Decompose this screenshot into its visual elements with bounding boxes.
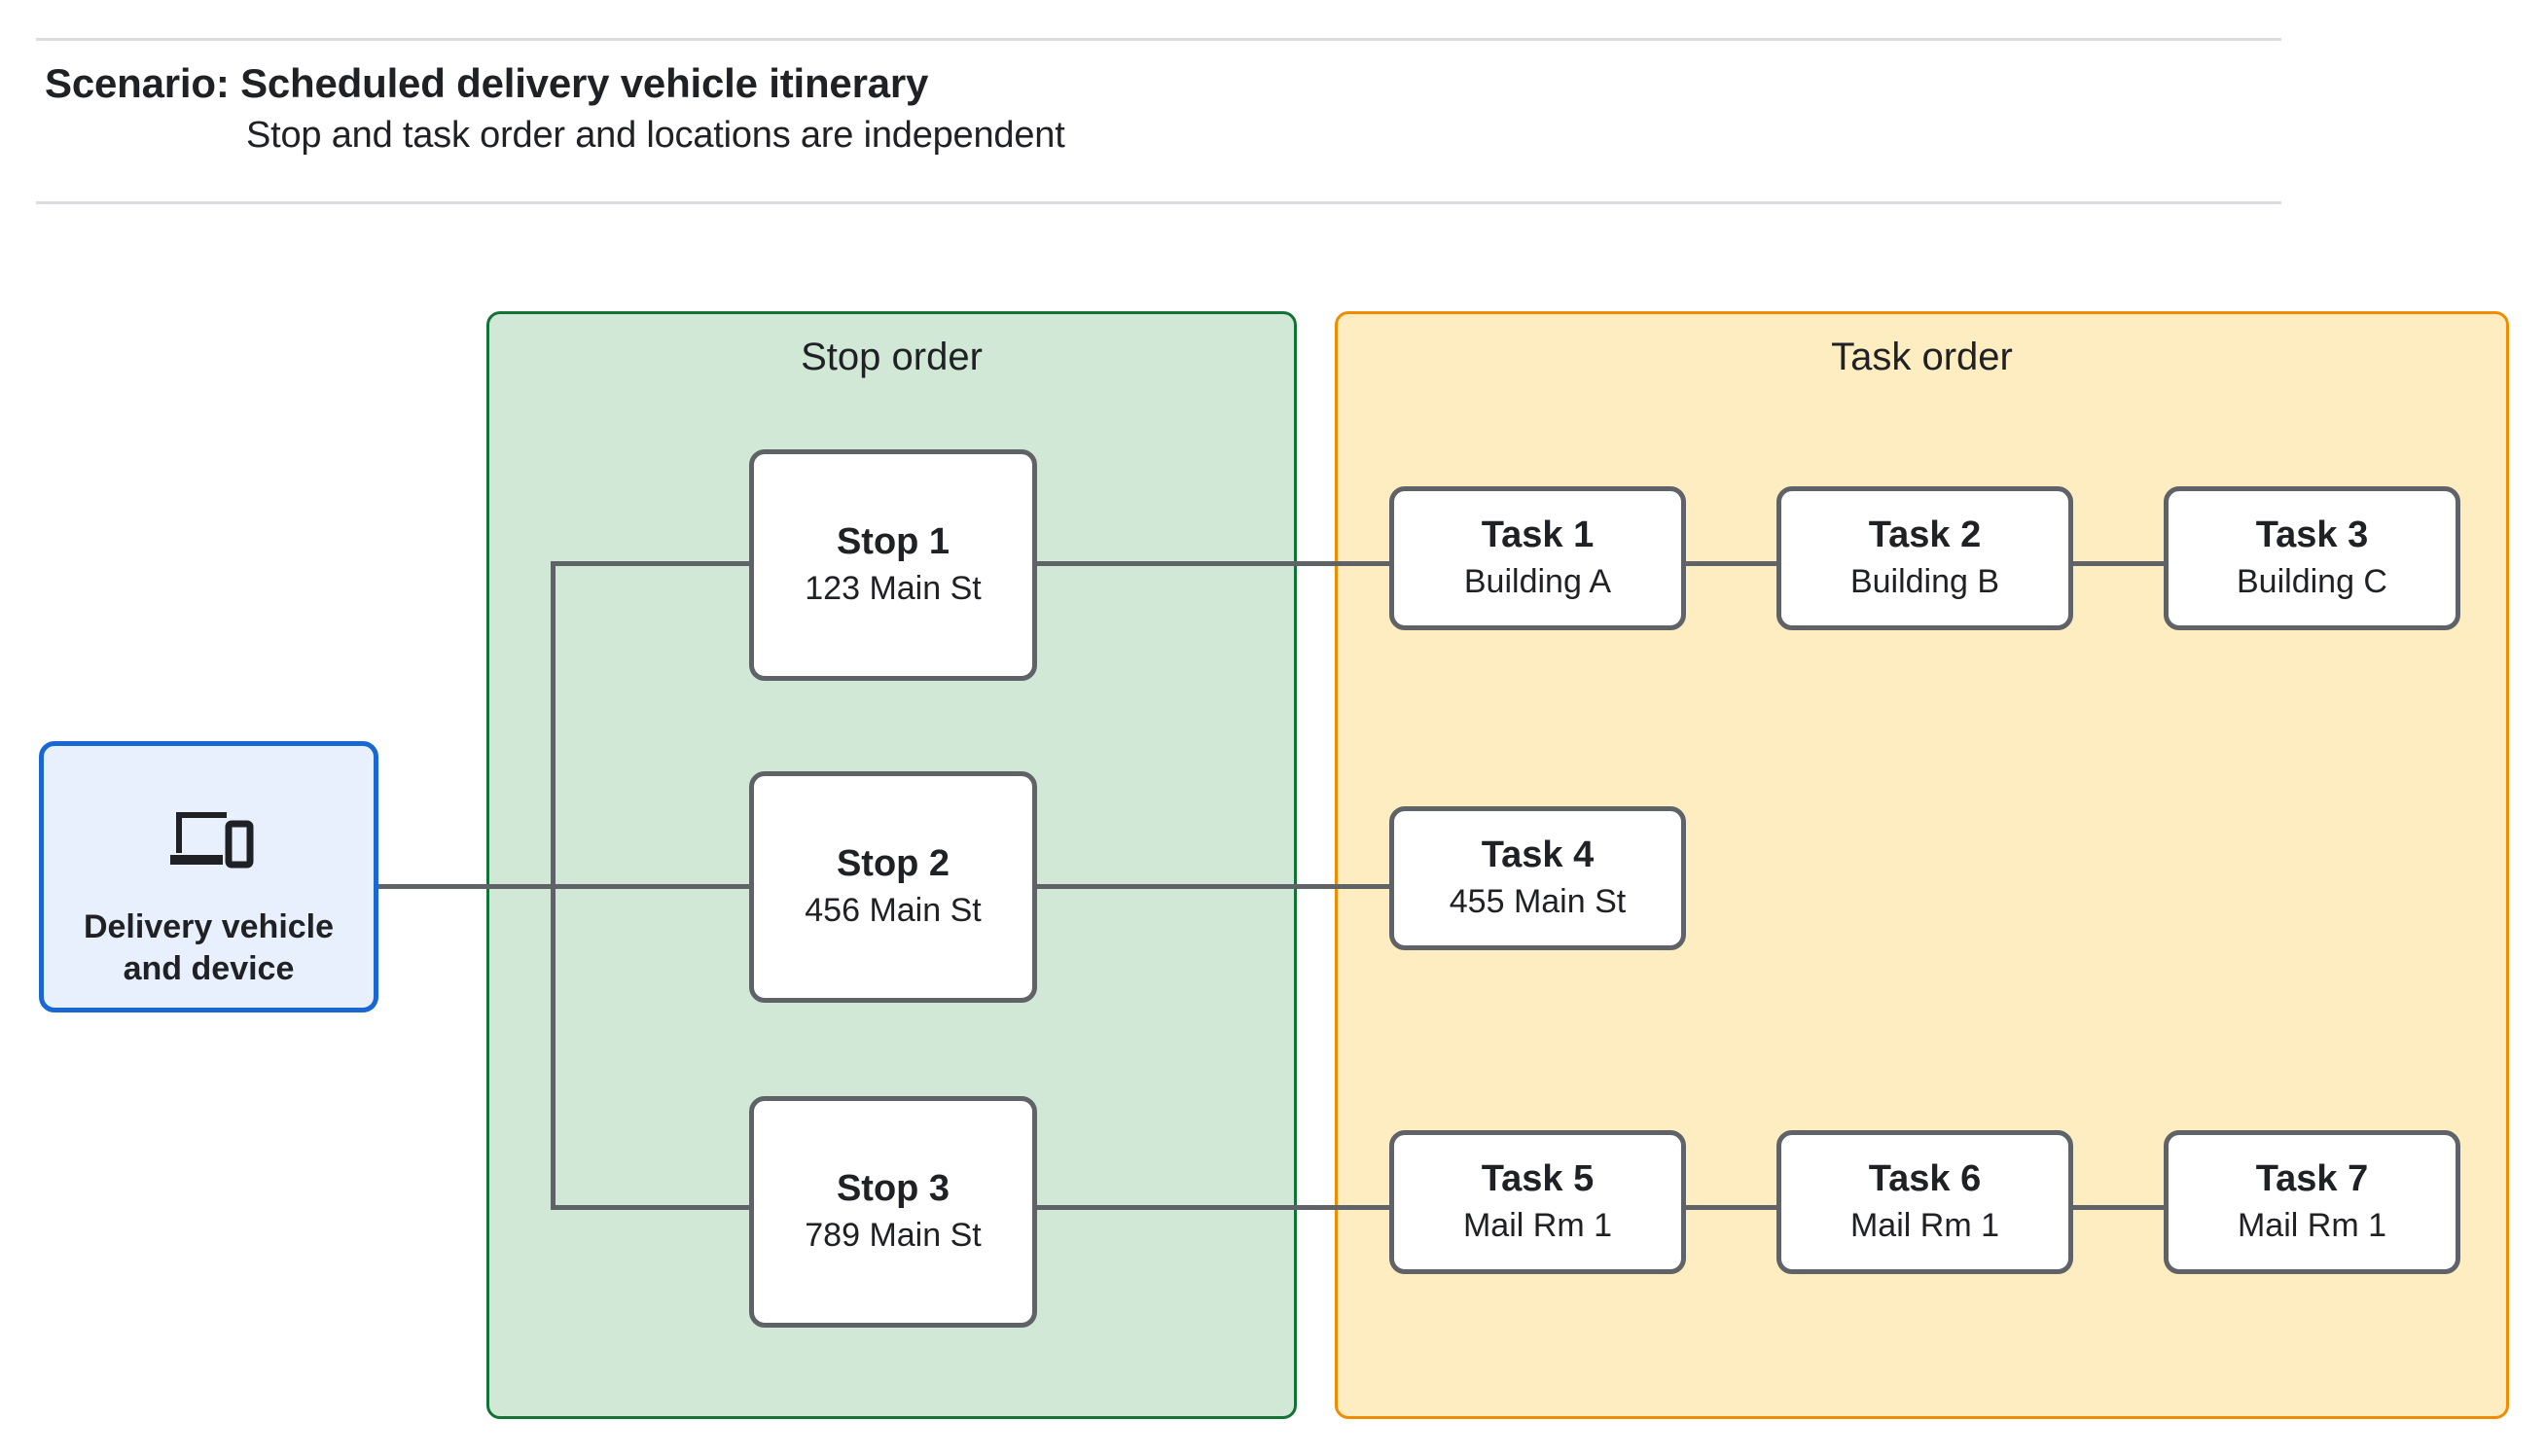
task-order-panel-title: Task order (1831, 336, 2013, 378)
delivery-vehicle-label: Delivery vehicle and device (83, 908, 335, 987)
stop-order-panel-title: Stop order (801, 336, 983, 378)
connector-stop-3-to-task-5 (1032, 1205, 1394, 1210)
connector-stop-2-to-task-4 (1032, 884, 1394, 889)
task-node-3-title: Task 3 (2255, 514, 2369, 555)
task-node-3[interactable]: Task 3 Building C (2164, 486, 2460, 630)
stop-node-3[interactable]: Stop 3 789 Main St (749, 1096, 1037, 1328)
task-node-2[interactable]: Task 2 Building B (1776, 486, 2073, 630)
header-divider-bottom (36, 201, 2281, 204)
stop-node-2[interactable]: Stop 2 456 Main St (749, 771, 1037, 1003)
task-node-7-location: Mail Rm 1 (2237, 1206, 2387, 1244)
connector-trunk-to-stop-2 (551, 884, 754, 889)
stop-node-2-title: Stop 2 (836, 842, 950, 884)
task-node-5-title: Task 5 (1481, 1157, 1595, 1199)
task-node-7[interactable]: Task 7 Mail Rm 1 (2164, 1130, 2460, 1274)
task-node-6-title: Task 6 (1868, 1157, 1982, 1199)
task-node-2-title: Task 2 (1868, 514, 1982, 555)
connector-task-2-to-task-3 (2068, 561, 2169, 566)
stop-node-1[interactable]: Stop 1 123 Main St (749, 449, 1037, 681)
stop-node-3-title: Stop 3 (836, 1167, 950, 1209)
task-node-6[interactable]: Task 6 Mail Rm 1 (1776, 1130, 2073, 1274)
connector-task-6-to-task-7 (2068, 1205, 2169, 1210)
delivery-vehicle-node[interactable]: Delivery vehicle and device (39, 741, 378, 1012)
task-node-1-location: Building A (1463, 562, 1612, 600)
connector-stop-1-to-task-1 (1032, 561, 1394, 566)
task-node-1[interactable]: Task 1 Building A (1389, 486, 1686, 630)
header-divider-top (36, 38, 2281, 41)
task-node-5[interactable]: Task 5 Mail Rm 1 (1389, 1130, 1686, 1274)
page-title: Scenario: Scheduled delivery vehicle iti… (45, 60, 929, 106)
task-node-4-location: 455 Main St (1449, 882, 1627, 920)
stop-node-1-location: 123 Main St (805, 569, 982, 607)
task-node-7-title: Task 7 (2255, 1157, 2369, 1199)
stop-node-3-location: 789 Main St (805, 1216, 982, 1254)
task-node-3-location: Building C (2237, 562, 2387, 600)
task-node-2-location: Building B (1849, 562, 2000, 600)
stop-node-2-location: 456 Main St (805, 891, 982, 929)
stop-node-1-title: Stop 1 (836, 520, 950, 562)
page-subtitle: Stop and task order and locations are in… (246, 115, 1065, 156)
devices-icon (162, 800, 256, 870)
task-node-6-location: Mail Rm 1 (1849, 1206, 2000, 1244)
connector-trunk-to-stop-3 (551, 1205, 754, 1210)
task-node-4-title: Task 4 (1481, 834, 1595, 875)
connector-task-5-to-task-6 (1681, 1205, 1781, 1210)
task-node-1-title: Task 1 (1481, 514, 1595, 555)
connector-vehicle-to-trunk (378, 884, 566, 889)
task-node-5-location: Mail Rm 1 (1462, 1206, 1613, 1244)
connector-task-1-to-task-2 (1681, 561, 1781, 566)
task-node-4[interactable]: Task 4 455 Main St (1389, 806, 1686, 950)
connector-trunk-to-stop-1 (551, 561, 754, 566)
